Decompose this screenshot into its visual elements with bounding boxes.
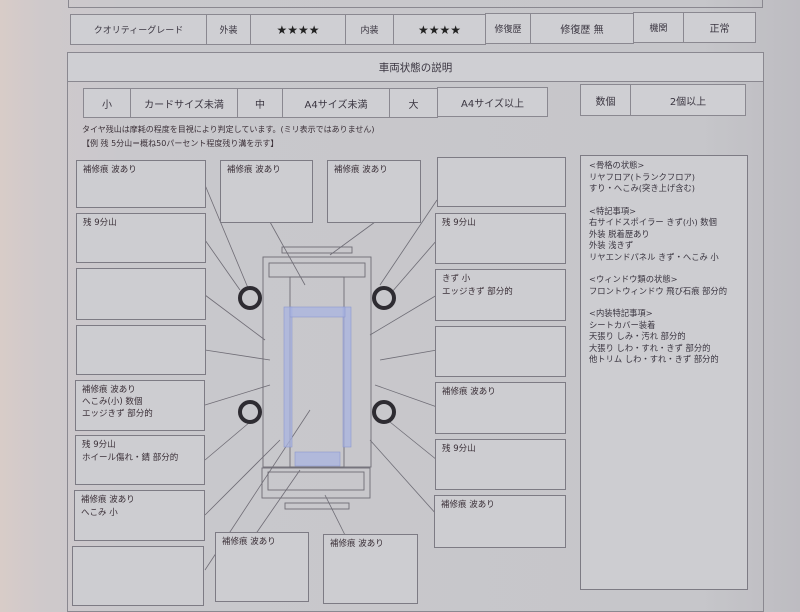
interior-label: 内装 xyxy=(345,14,394,45)
damage-box-right-7: 補修痕 波あり xyxy=(434,495,566,548)
note-line: 天張り しみ・汚れ 部分的 xyxy=(589,331,686,341)
note-line: 大張り しわ・すれ・きず 部分的 xyxy=(589,342,711,353)
wheels xyxy=(238,286,396,424)
car-outline xyxy=(261,246,372,510)
damage-box-left-3 xyxy=(76,268,206,320)
frame-condition-title: <骨格の状態> xyxy=(589,160,645,170)
box-text: 残 9分山 xyxy=(83,218,117,228)
window-condition-title: <ウィンドウ類の状態> xyxy=(589,274,678,284)
legend-medium-label: 中 xyxy=(237,88,283,118)
condition-notes: <骨格の状態> リヤフロア(トランクフロア) すり・へこみ(突き上げ含む) <特… xyxy=(580,155,748,590)
note-line: 外装 浅きず xyxy=(589,240,634,250)
damage-box-left-1: 補修痕 波あり xyxy=(76,160,206,208)
legend-medium-desc: A4サイズ未満 xyxy=(282,88,390,118)
section-title: 車両状態の説明 xyxy=(67,52,764,82)
interior-notes-title: <内装特記事項> xyxy=(589,308,653,318)
legend-small-label: 小 xyxy=(83,88,131,118)
damage-box-left-6: 残 9分山ホイール傷れ・錆 部分的 xyxy=(75,435,205,485)
engine-value: 正常 xyxy=(683,12,756,43)
damage-box-left-5: 補修痕 波ありへこみ(小) 数個エッジきず 部分的 xyxy=(75,380,205,431)
tire-note-2: 【例 残 5分山＝概ね50パーセント程度残り溝を示す】 xyxy=(82,139,279,148)
box-text: 補修痕 波あり xyxy=(82,385,136,395)
top-partial-row xyxy=(68,0,763,8)
damage-box-bottom-1: 補修痕 波あり xyxy=(215,532,309,602)
damage-box-right-4 xyxy=(435,326,566,377)
box-text: ホイール傷れ・錆 部分的 xyxy=(82,453,179,463)
box-text: 補修痕 波あり xyxy=(81,495,135,505)
box-text: 補修痕 波あり xyxy=(222,537,276,547)
note-line: すり・へこみ(突き上げ含む) xyxy=(589,183,696,193)
damage-box-left-2: 残 9分山 xyxy=(76,213,206,263)
damage-box-right-5: 補修痕 波あり xyxy=(435,382,566,434)
box-text: 残 9分山 xyxy=(442,444,476,454)
legend-large-label: 大 xyxy=(389,88,438,118)
note-line: シートカバー装着 xyxy=(589,319,656,330)
damage-box-top-2: 補修痕 波あり xyxy=(327,160,421,223)
damage-box-top-1: 補修痕 波あり xyxy=(220,160,313,223)
exterior-label: 外装 xyxy=(206,14,251,45)
note-line: フロントウィンドウ 飛び石痕 部分的 xyxy=(589,285,728,296)
legend-small-desc: カードサイズ未満 xyxy=(130,88,238,118)
box-text: へこみ(小) 数個 xyxy=(82,397,143,407)
leader-lines xyxy=(204,184,438,571)
legend-count-label: 数個 xyxy=(580,84,631,116)
box-text: 残 9分山 xyxy=(82,440,116,450)
damage-box-right-2: 残 9分山 xyxy=(435,213,566,264)
damage-box-right-1 xyxy=(437,157,566,207)
damage-box-left-7: 補修痕 波ありへこみ 小 xyxy=(74,490,205,541)
damage-box-right-3: きず 小エッジきず 部分的 xyxy=(435,269,566,321)
box-text: エッジきず 部分的 xyxy=(442,287,513,297)
quality-grade-label: クオリティーグレード xyxy=(70,14,207,45)
box-text: 補修痕 波あり xyxy=(83,165,137,175)
box-text: 残 9分山 xyxy=(442,218,476,228)
legend-large-desc: A4サイズ以上 xyxy=(437,87,548,117)
box-text: へこみ 小 xyxy=(81,508,118,518)
damage-box-bottom-2: 補修痕 波あり xyxy=(323,534,418,604)
box-text: エッジきず 部分的 xyxy=(82,409,153,419)
note-line: リヤフロア(トランクフロア) xyxy=(589,171,696,182)
damage-box-left-4 xyxy=(76,325,206,375)
box-text: 補修痕 波あり xyxy=(330,539,384,549)
note-line: 右サイドスポイラー きず(小) 数個 xyxy=(589,217,717,227)
note-line: リヤエンドパネル きず・へこみ 小 xyxy=(589,251,719,262)
special-notes-title: <特記事項> xyxy=(589,205,637,216)
note-line: 外装 脱着歴あり xyxy=(589,228,650,239)
note-line: 他トリム しわ・すれ・きず 部分的 xyxy=(589,354,719,364)
box-text: 補修痕 波あり xyxy=(334,165,388,175)
engine-label: 機関 xyxy=(633,12,684,43)
legend-count-desc: 2個以上 xyxy=(630,84,746,116)
tire-note-1: タイヤ残山は摩耗の程度を目視により判定しています。(ミリ表示ではありません) xyxy=(82,125,375,134)
repair-history-value: 修復歴 無 xyxy=(530,13,634,44)
highlighted-roof xyxy=(283,306,352,467)
box-text: きず 小 xyxy=(442,274,471,284)
box-text: 補修痕 波あり xyxy=(227,165,281,175)
box-text: 補修痕 波あり xyxy=(442,387,496,397)
damage-box-right-6: 残 9分山 xyxy=(435,439,566,490)
box-text: 補修痕 波あり xyxy=(441,500,495,510)
damage-box-left-8 xyxy=(72,546,204,606)
